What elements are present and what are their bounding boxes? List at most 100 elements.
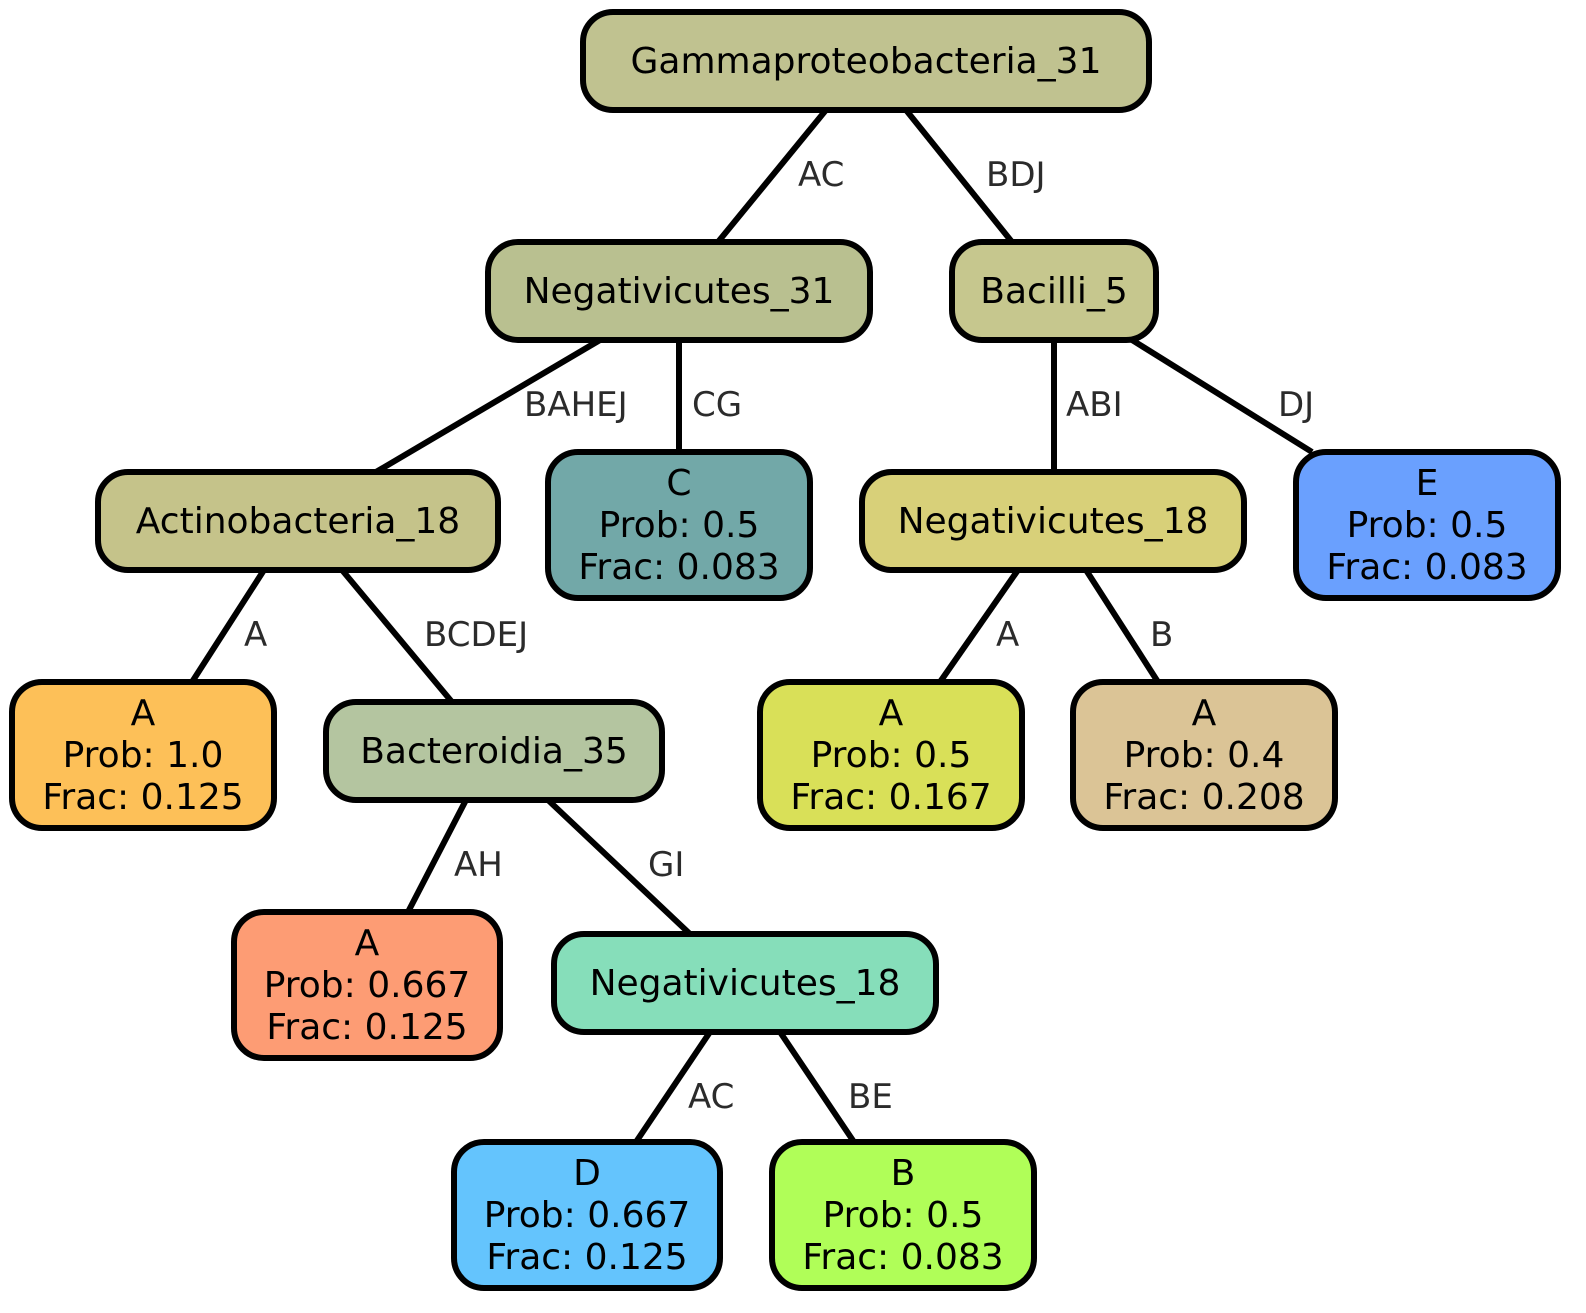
edge-label: AH xyxy=(454,845,503,885)
node-box xyxy=(769,1139,1037,1291)
internal-node: Bacilli_5 xyxy=(949,239,1159,343)
node-frac: Frac: 0.125 xyxy=(486,1237,687,1278)
edge-line xyxy=(1083,568,1161,684)
node-frac: Frac: 0.125 xyxy=(266,1007,467,1048)
tree-edge: GI xyxy=(545,797,693,937)
edge-label: DJ xyxy=(1278,385,1314,425)
internal-node: Bacteroidia_35 xyxy=(323,699,665,803)
edge-label: BDJ xyxy=(986,155,1046,195)
node-prob: Prob: 0.5 xyxy=(811,735,972,776)
node-title: Gammaproteobacteria_31 xyxy=(631,41,1102,82)
edge-line xyxy=(633,1030,713,1144)
edge-line xyxy=(903,108,1015,244)
edge-line xyxy=(715,108,829,244)
node-box xyxy=(9,679,277,831)
node-prob: Prob: 0.4 xyxy=(1124,735,1285,776)
node-frac: Frac: 0.125 xyxy=(42,777,243,818)
edge-line xyxy=(374,337,602,475)
node-prob: Prob: 0.5 xyxy=(599,505,760,546)
node-box xyxy=(95,469,501,573)
edge-label: B xyxy=(1150,615,1173,655)
tree-edge: A xyxy=(189,568,267,684)
edge-label: AC xyxy=(688,1077,734,1117)
tree-edge: AC xyxy=(715,108,844,244)
node-frac: Frac: 0.083 xyxy=(1326,547,1527,588)
node-box xyxy=(545,449,813,601)
tree-edge: A xyxy=(937,568,1021,684)
node-title: A xyxy=(131,693,156,734)
node-title: Actinobacteria_18 xyxy=(136,501,460,542)
node-box xyxy=(757,679,1025,831)
tree-edge: BAHEJ xyxy=(374,337,628,475)
tree-edge: AC xyxy=(633,1030,734,1144)
node-box xyxy=(451,1139,723,1291)
node-box xyxy=(1070,679,1338,831)
node-box xyxy=(859,469,1247,573)
edge-label: AC xyxy=(798,155,844,195)
tree-edge: BDJ xyxy=(903,108,1046,244)
edge-label: GI xyxy=(648,845,684,885)
tree-edge: AH xyxy=(405,798,503,914)
tree-edge: B xyxy=(1083,568,1173,684)
internal-node: Actinobacteria_18 xyxy=(95,469,501,573)
node-box xyxy=(551,931,939,1035)
node-title: Bacteroidia_35 xyxy=(360,731,628,772)
node-title: A xyxy=(1192,693,1217,734)
edge-label: BAHEJ xyxy=(524,385,628,425)
tree-edge: ABI xyxy=(1051,340,1123,472)
node-box xyxy=(323,699,665,803)
node-title: Negativicutes_18 xyxy=(590,963,901,1004)
edge-line xyxy=(339,568,455,704)
node-prob: Prob: 0.667 xyxy=(264,965,471,1006)
node-title: A xyxy=(355,923,380,964)
node-frac: Frac: 0.083 xyxy=(802,1237,1003,1278)
node-frac: Frac: 0.167 xyxy=(790,777,991,818)
node-title: D xyxy=(573,1153,601,1194)
edge-line xyxy=(937,568,1021,684)
node-frac: Frac: 0.083 xyxy=(578,547,779,588)
edge-label: BCDEJ xyxy=(424,615,528,655)
node-box xyxy=(485,239,873,343)
node-title: B xyxy=(891,1153,916,1194)
node-box xyxy=(580,9,1152,113)
edge-line xyxy=(405,798,469,914)
node-box xyxy=(949,239,1159,343)
edge-line xyxy=(777,1030,857,1144)
node-box xyxy=(1293,449,1561,601)
node-title: Negativicutes_31 xyxy=(524,271,835,312)
node-title: A xyxy=(879,693,904,734)
edge-line xyxy=(189,568,267,684)
edge-label: A xyxy=(996,615,1019,655)
tree-edge: CG xyxy=(676,340,742,452)
edge-label: ABI xyxy=(1066,385,1123,425)
tree-edge: BE xyxy=(777,1030,893,1144)
node-frac: Frac: 0.208 xyxy=(1103,777,1304,818)
node-prob: Prob: 0.5 xyxy=(1347,505,1508,546)
node-title: C xyxy=(666,463,691,504)
tree-edge: DJ xyxy=(1130,337,1314,455)
internal-node: Gammaproteobacteria_31 xyxy=(580,9,1152,113)
edge-label: A xyxy=(244,615,267,655)
edge-line xyxy=(1130,337,1314,455)
node-title: E xyxy=(1416,463,1439,504)
edge-label: BE xyxy=(848,1077,893,1117)
node-title: Bacilli_5 xyxy=(980,271,1127,312)
internal-node: Negativicutes_18 xyxy=(859,469,1247,573)
node-prob: Prob: 1.0 xyxy=(63,735,224,776)
internal-node: Negativicutes_18 xyxy=(551,931,939,1035)
edge-label: CG xyxy=(692,385,742,425)
node-title: Negativicutes_18 xyxy=(898,501,1209,542)
node-prob: Prob: 0.5 xyxy=(823,1195,984,1236)
node-box xyxy=(231,909,503,1061)
edge-line xyxy=(545,797,693,937)
